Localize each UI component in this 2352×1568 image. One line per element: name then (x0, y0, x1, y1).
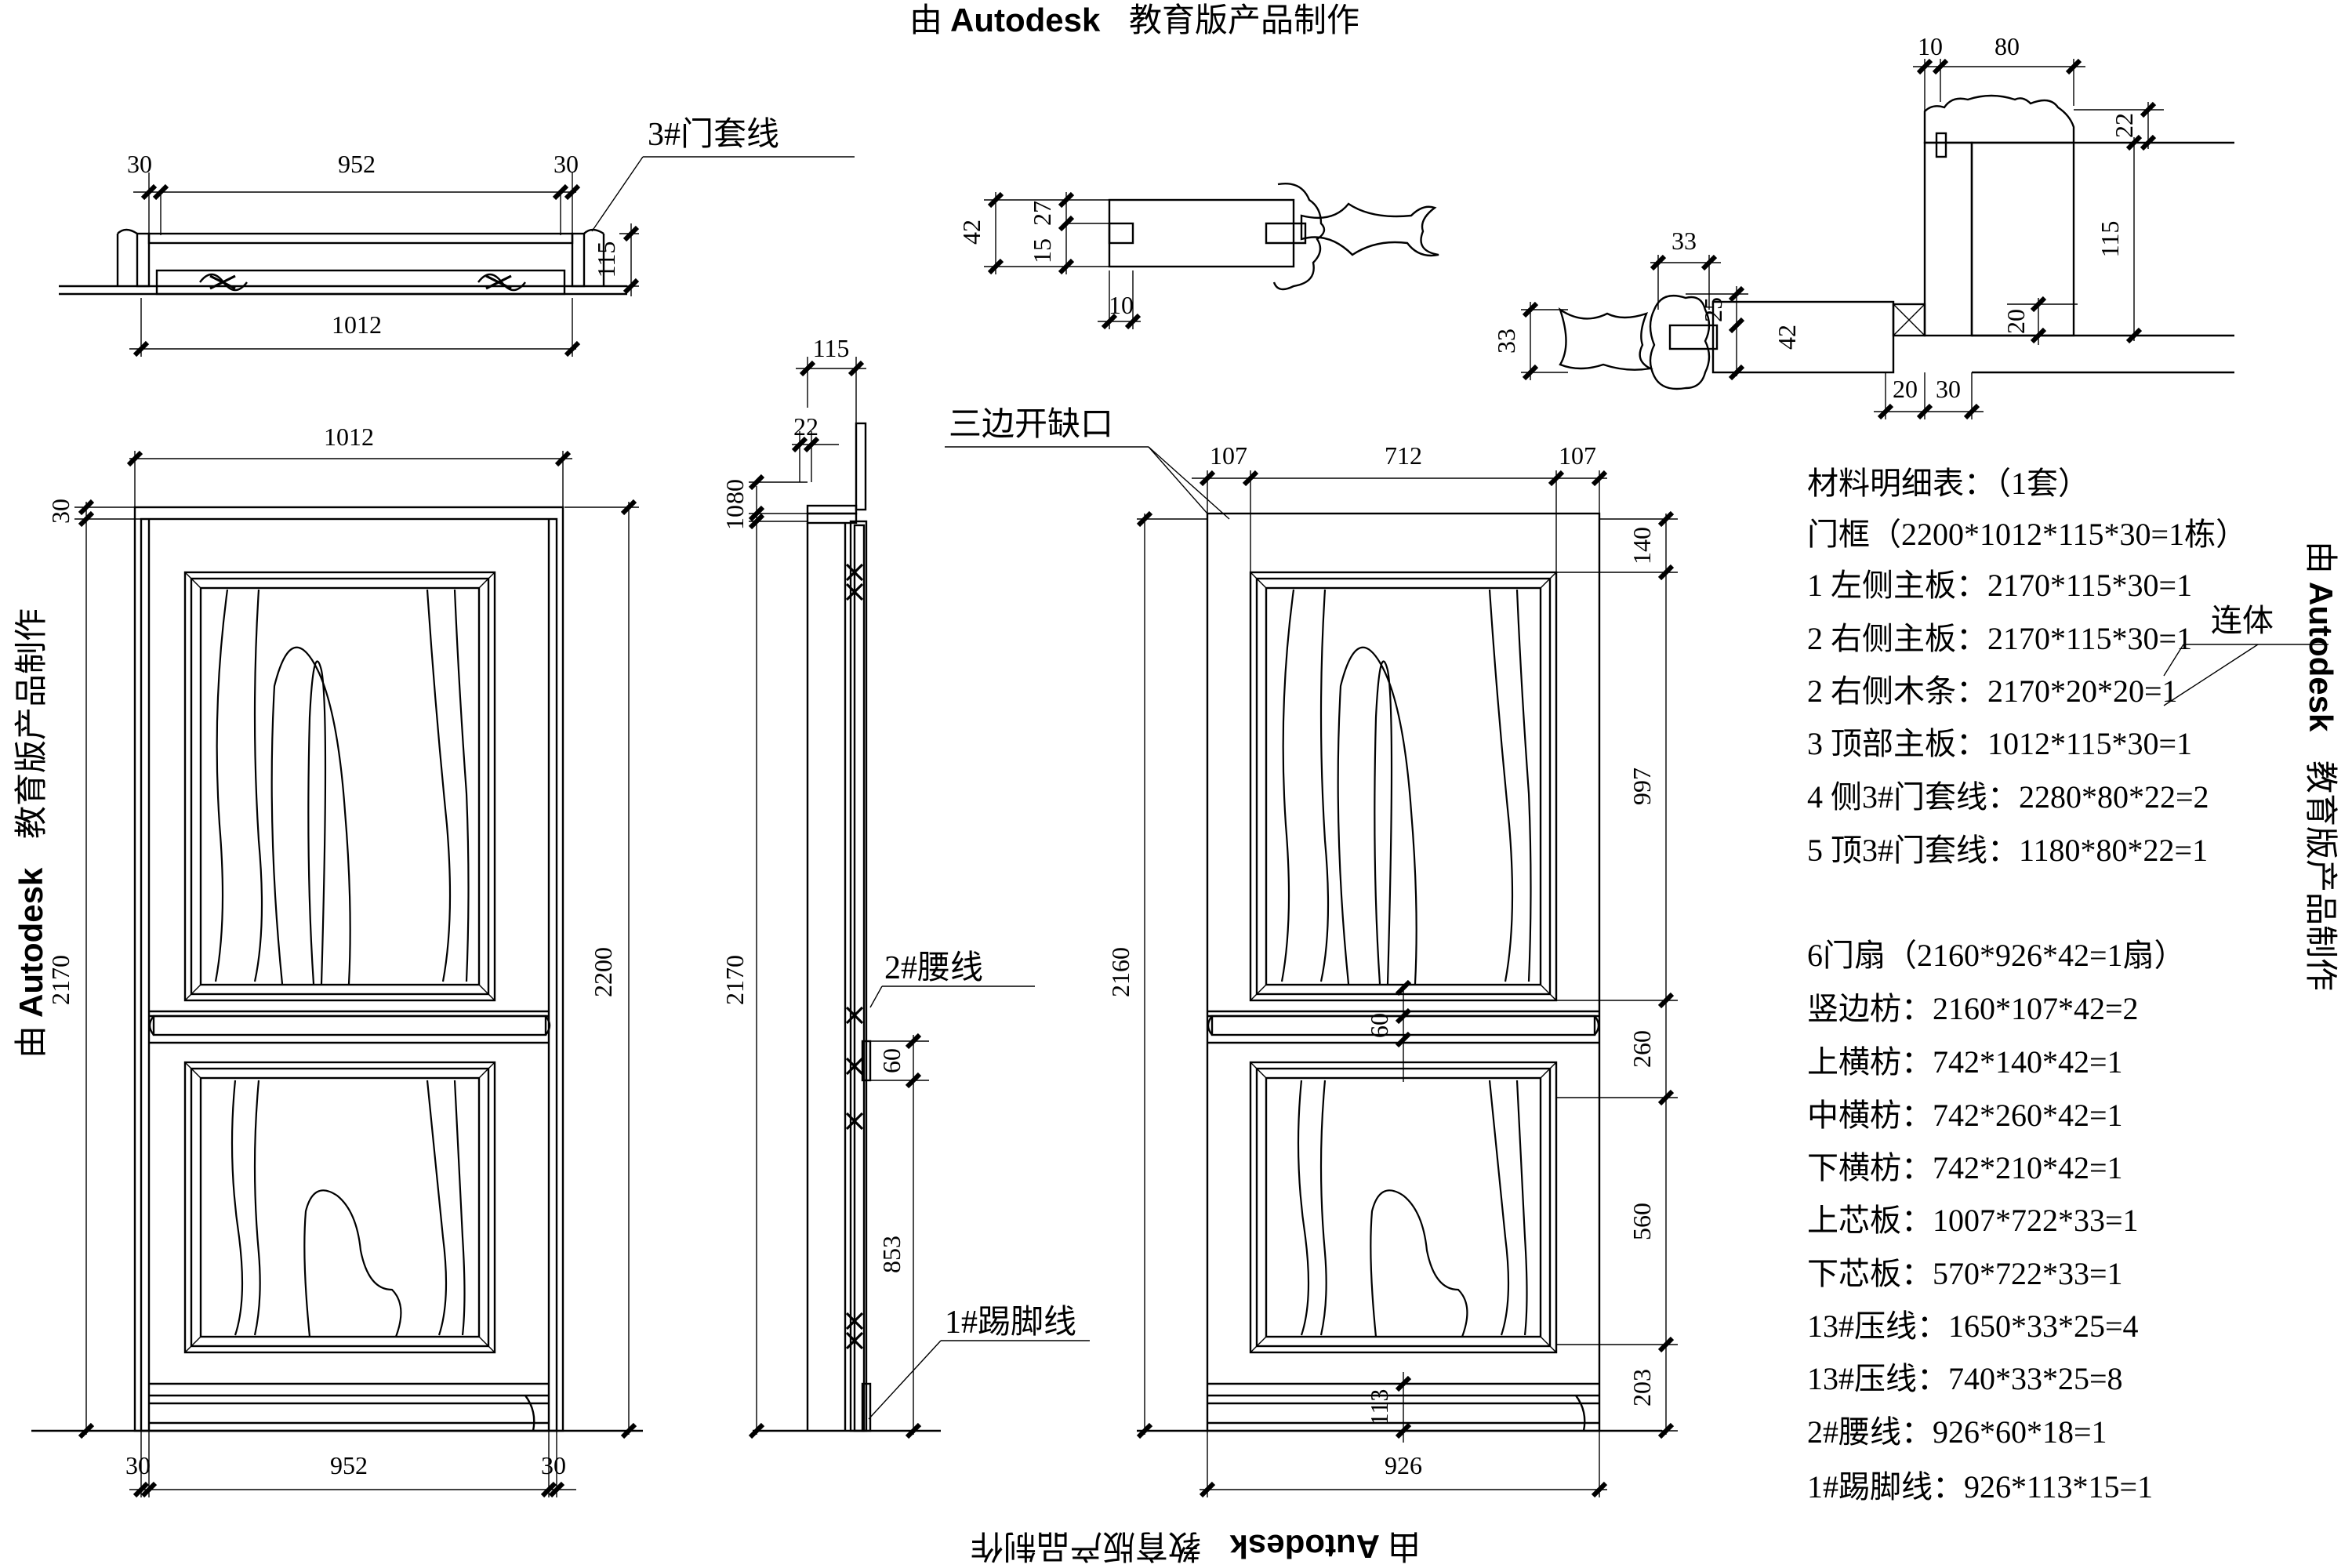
watermark-top: 由 Autodesk 教育版产品制作 (909, 2, 1359, 38)
svg-text:952: 952 (338, 150, 376, 178)
section-b: 10 80 22 115 20 (1492, 32, 2234, 420)
leaf-item: 下芯板：570*722*33=1 (1807, 1256, 2123, 1291)
front-view: 1012 30 2170 2200 (31, 423, 643, 1498)
svg-text:260: 260 (1628, 1030, 1656, 1068)
svg-text:60: 60 (1365, 1013, 1393, 1038)
svg-text:2160: 2160 (1106, 947, 1134, 997)
svg-text:Autodesk: Autodesk (1229, 1528, 1380, 1565)
svg-text:115: 115 (592, 241, 620, 278)
svg-text:1012: 1012 (332, 310, 382, 339)
svg-text:1012: 1012 (324, 423, 374, 451)
frame-header: 门框（2200*1012*115*30=1栋） (1807, 517, 2247, 552)
frame-item: 5 顶3#门套线：1180*80*22=1 (1807, 833, 2208, 868)
waist-label: 2#腰线 (884, 950, 983, 986)
leaf-item: 1#踢脚线：926*113*15=1 (1807, 1469, 2153, 1504)
leaf-item: 下横枋：742*210*42=1 (1807, 1150, 2123, 1185)
svg-text:30: 30 (554, 150, 579, 178)
svg-text:由: 由 (2303, 541, 2339, 574)
leaf-item: 2#腰线：926*60*18=1 (1807, 1414, 2107, 1450)
section-a: 42 15 27 10 (957, 183, 1439, 330)
side-view: 115 22 10 80 2170 (720, 334, 1090, 1439)
svg-text:10: 10 (1109, 291, 1134, 319)
svg-text:Autodesk: Autodesk (2303, 582, 2339, 732)
svg-text:由: 由 (13, 1025, 49, 1058)
svg-text:107: 107 (1559, 441, 1596, 470)
svg-text:140: 140 (1628, 527, 1656, 564)
plan-label: 3#门套线 (648, 117, 779, 153)
svg-text:30: 30 (541, 1451, 566, 1479)
svg-text:20: 20 (2002, 309, 2030, 334)
svg-text:10: 10 (1918, 32, 1943, 60)
notch-label: 三边开缺口 (949, 407, 1113, 443)
svg-text:教育版产品制作: 教育版产品制作 (971, 1528, 1201, 1565)
svg-text:107: 107 (1210, 441, 1247, 470)
svg-text:560: 560 (1628, 1203, 1656, 1240)
leaf-item: 中横枋：742*260*42=1 (1807, 1098, 2123, 1133)
svg-text:由: 由 (909, 2, 942, 38)
svg-text:27: 27 (1028, 201, 1056, 226)
watermark-bottom: 由 Autodesk 教育版产品制作 (971, 1528, 1421, 1565)
frame-item: 4 侧3#门套线：2280*80*22=2 (1807, 779, 2209, 815)
svg-text:15: 15 (1028, 238, 1056, 263)
svg-text:20: 20 (1893, 375, 1918, 403)
leaf-header: 6门扇（2160*926*42=1扇） (1807, 938, 2186, 973)
watermark-left: 由 Autodesk 教育版产品制作 (13, 608, 49, 1058)
svg-text:30: 30 (127, 150, 152, 178)
svg-text:25: 25 (1699, 297, 1727, 322)
joint-note: 连体 (2211, 603, 2274, 638)
svg-text:教育版产品制作: 教育版产品制作 (13, 608, 49, 839)
svg-text:Autodesk: Autodesk (950, 2, 1101, 38)
svg-text:30: 30 (46, 499, 74, 524)
leaf-item: 竖边枋：2160*107*42=2 (1807, 991, 2139, 1026)
svg-text:42: 42 (957, 220, 985, 245)
leaf-item: 13#压线：740*33*25=8 (1807, 1361, 2123, 1396)
svg-text:Autodesk: Autodesk (13, 867, 49, 1018)
svg-text:30: 30 (1936, 375, 1961, 403)
svg-text:33: 33 (1671, 227, 1697, 255)
frame-item: 1 左侧主板：2170*115*30=1 (1807, 568, 2192, 603)
svg-text:30: 30 (125, 1451, 151, 1479)
materials-table: 材料明细表：（1套） 门框（2200*1012*115*30=1栋） 1 左侧主… (1807, 466, 2328, 1504)
svg-text:22: 22 (793, 412, 818, 441)
frame-item: 2 右侧木条：2170*20*20=1 (1807, 673, 2178, 709)
svg-text:33: 33 (1492, 328, 1520, 354)
svg-text:42: 42 (1773, 325, 1801, 350)
frame-item: 2 右侧主板：2170*115*30=1 (1807, 621, 2192, 656)
svg-text:2200: 2200 (589, 947, 617, 997)
watermark-right: 由 Autodesk 教育版产品制作 (2303, 541, 2339, 991)
svg-text:教育版产品制作: 教育版产品制作 (1129, 2, 1359, 38)
svg-text:997: 997 (1628, 768, 1656, 805)
leaf-item: 上芯板：1007*722*33=1 (1807, 1203, 2139, 1238)
svg-text:80: 80 (1994, 32, 2020, 60)
svg-text:115: 115 (813, 334, 850, 362)
svg-text:22: 22 (2110, 113, 2138, 138)
svg-text:952: 952 (330, 1451, 368, 1479)
svg-text:203: 203 (1628, 1369, 1656, 1406)
svg-text:60: 60 (877, 1048, 906, 1073)
kick-label: 1#踢脚线 (945, 1305, 1076, 1341)
svg-text:2170: 2170 (46, 955, 74, 1005)
plan-view: 30 952 30 3#门套线 115 1012 (59, 117, 855, 358)
svg-text:80: 80 (720, 479, 749, 504)
svg-text:2170: 2170 (720, 955, 749, 1005)
svg-text:115: 115 (2096, 221, 2124, 258)
leaf-item: 13#压线：1650*33*25=4 (1807, 1308, 2139, 1344)
svg-text:10: 10 (720, 505, 749, 530)
frame-item: 3 顶部主板：1012*115*30=1 (1807, 726, 2192, 761)
svg-text:教育版产品制作: 教育版产品制作 (2303, 760, 2339, 991)
materials-title: 材料明细表：（1套） (1807, 466, 2089, 501)
svg-text:由: 由 (1388, 1528, 1421, 1565)
leaf-item: 上横枋：742*140*42=1 (1807, 1044, 2123, 1080)
leaf-view: 三边开缺口 107 712 107 2160 (945, 407, 1678, 1498)
svg-text:853: 853 (877, 1236, 906, 1273)
svg-text:712: 712 (1385, 441, 1422, 470)
svg-text:926: 926 (1385, 1451, 1422, 1479)
svg-text:113: 113 (1365, 1389, 1393, 1426)
